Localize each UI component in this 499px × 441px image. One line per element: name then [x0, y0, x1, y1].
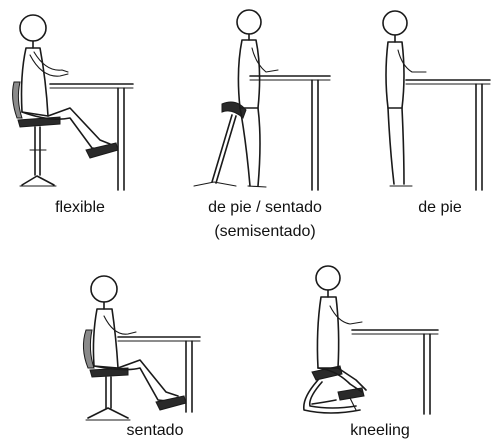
semi-sitting-person	[236, 9, 279, 188]
semi-sitting-table	[249, 75, 331, 191]
flexible-stool	[12, 81, 61, 187]
standing-table	[405, 79, 491, 191]
flexible-table	[49, 83, 134, 191]
kneeling-table	[351, 329, 439, 415]
sitting-figure	[82, 275, 201, 421]
kneeling-chair	[302, 365, 365, 414]
sitting-chair	[82, 329, 131, 421]
flexible-figure	[12, 14, 134, 191]
label-semi-sitting: de pie / sentado	[208, 199, 322, 216]
flexible-person	[19, 14, 119, 159]
standing-person	[382, 10, 427, 187]
label-sitting: sentado	[126, 422, 184, 439]
kneeling-figure	[302, 265, 439, 415]
label-kneeling: kneeling	[350, 422, 410, 439]
kneeling-person	[311, 265, 367, 405]
label-flexible: flexible	[55, 199, 105, 216]
standing-figure	[382, 10, 491, 191]
semi-sitting-figure	[193, 9, 331, 191]
sitting-table	[117, 336, 201, 413]
label-semi-sitting-paren: (semisentado)	[214, 223, 316, 240]
sitting-person	[90, 275, 187, 411]
semi-sitting-stool	[193, 101, 247, 187]
label-standing: de pie	[418, 199, 462, 216]
